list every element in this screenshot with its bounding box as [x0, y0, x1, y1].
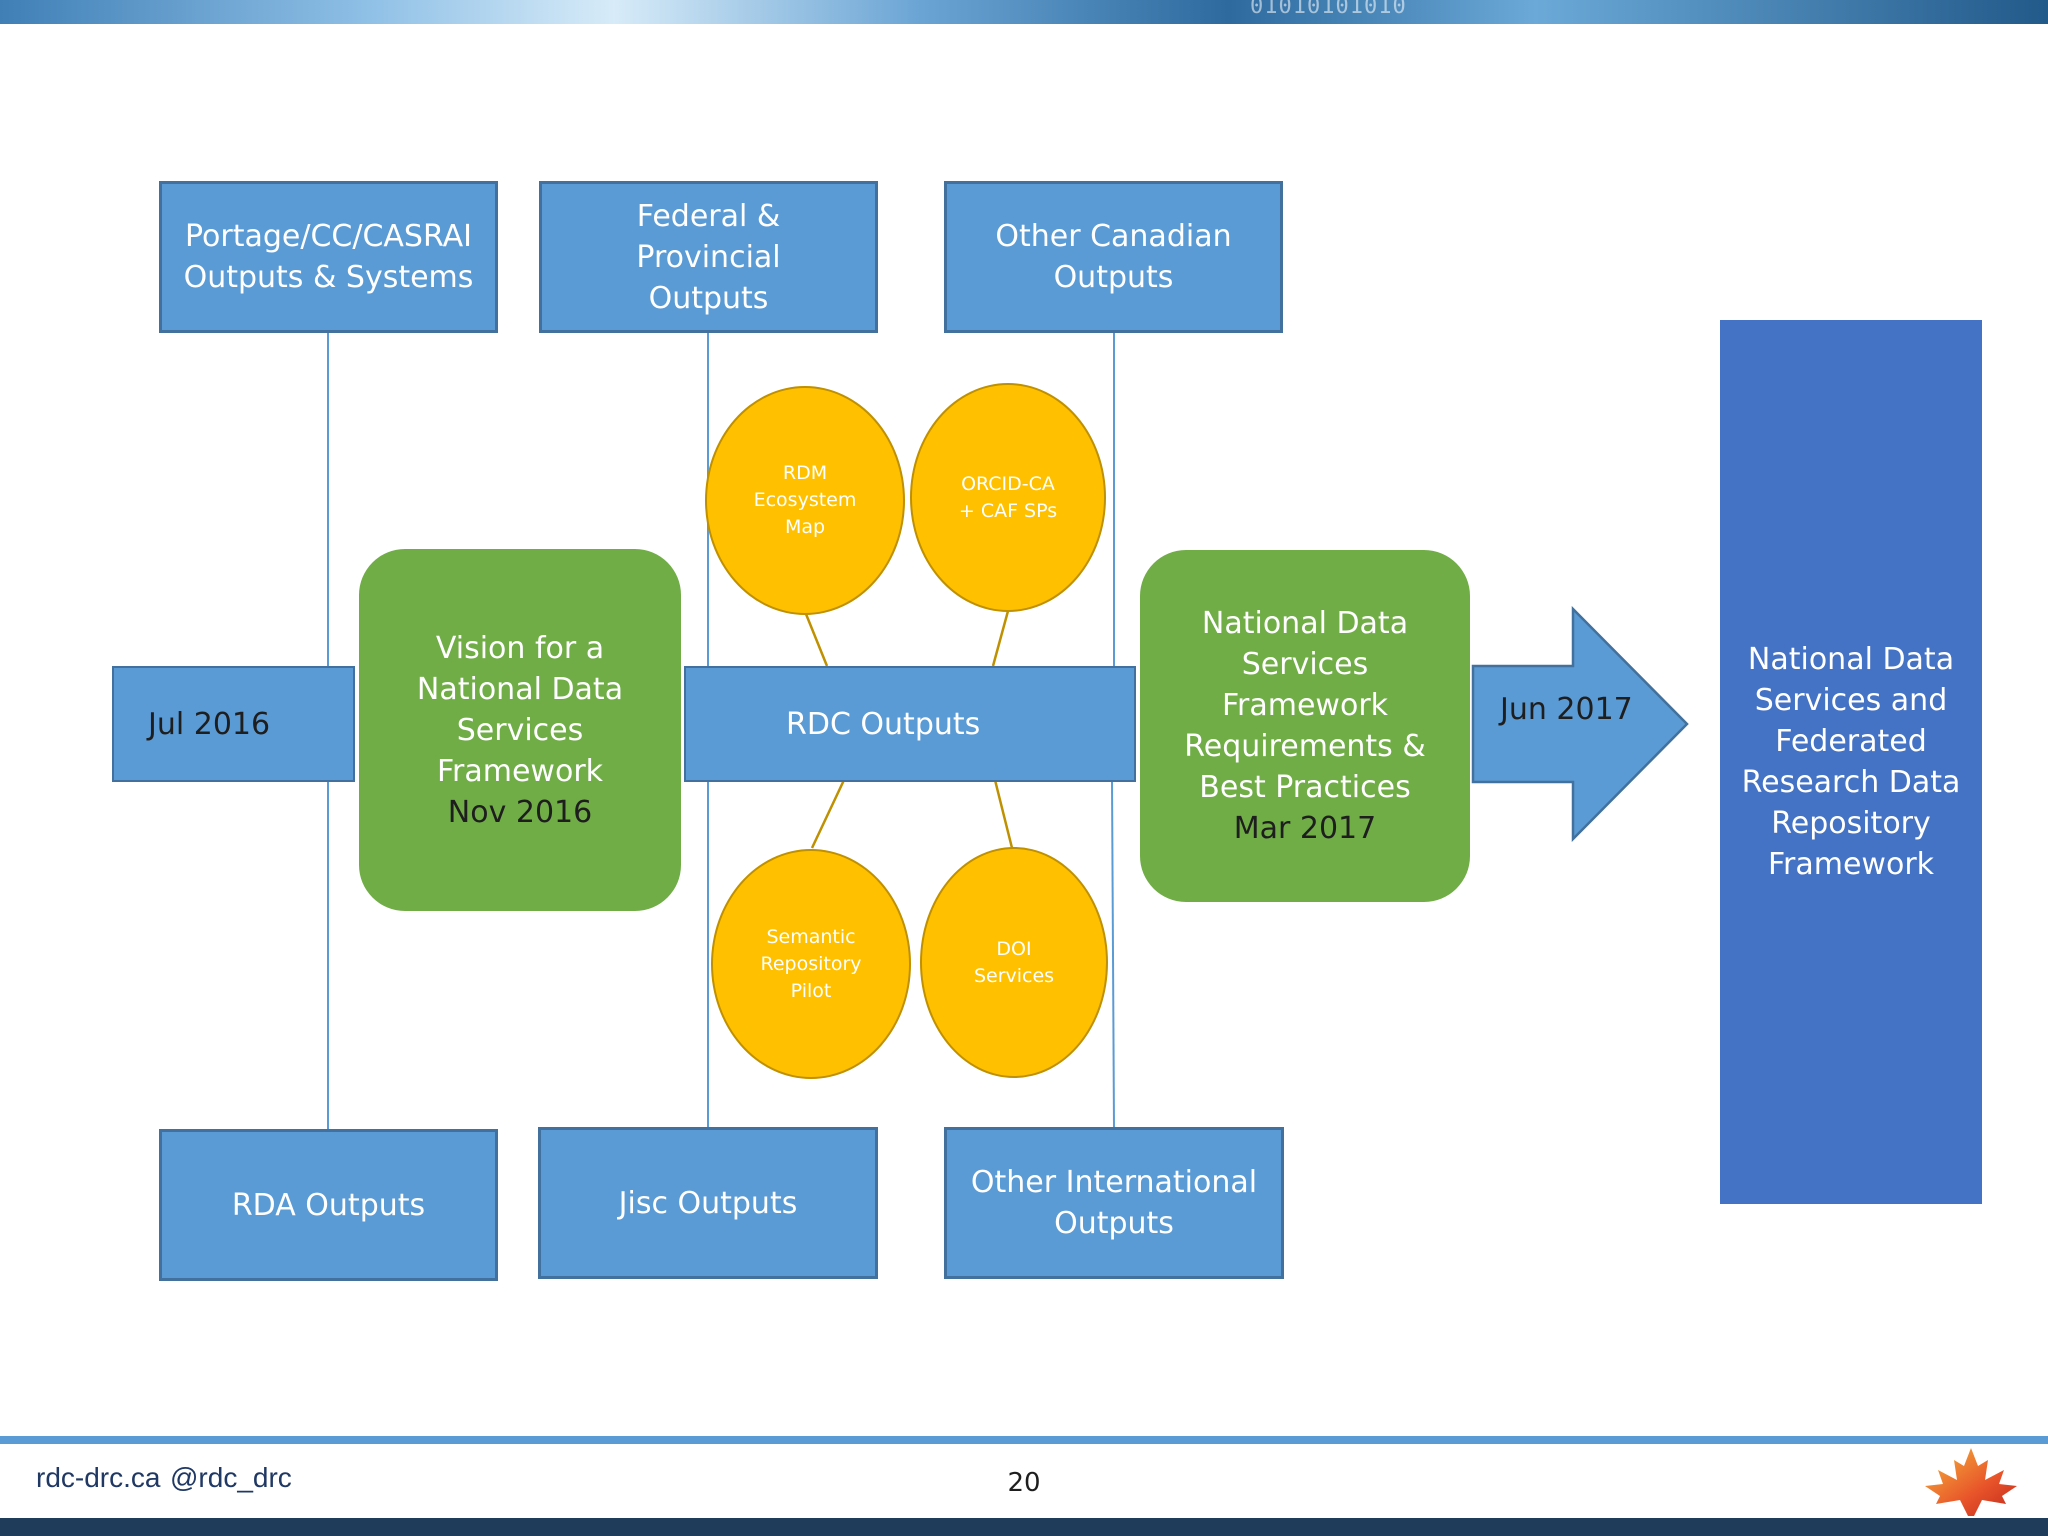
- circle-link: [993, 779, 1014, 849]
- timeline-middle-label: RDC Outputs: [786, 706, 981, 742]
- circle-line: Semantic: [766, 925, 856, 948]
- milestone-requirements-mar-2017: National Data Services Framework Require…: [1140, 550, 1470, 902]
- box-line: Other Canadian: [995, 219, 1232, 254]
- milestone-line: Requirements &: [1184, 729, 1426, 764]
- final-box-line: National Data: [1747, 642, 1955, 677]
- circle-line: Ecosystem: [753, 489, 857, 511]
- milestone-line: Services: [456, 712, 584, 748]
- box-line: Other International: [970, 1165, 1258, 1200]
- milestone-line: Services: [1241, 647, 1369, 682]
- circle-line: + CAF SPs: [958, 499, 1058, 522]
- box-line: Jisc Outputs: [618, 1185, 798, 1221]
- final-box-line: Research Data: [1741, 765, 1961, 800]
- circle-line: DOI: [996, 937, 1032, 960]
- box-line: Federal & Provincial: [636, 198, 781, 275]
- circle-line: Map: [784, 516, 826, 538]
- circle-line: RDM: [782, 462, 828, 484]
- timeline-start: Jul 2016: [112, 666, 355, 782]
- footer-bottom-bar: [0, 1518, 2048, 1536]
- rda-outputs-box: RDA Outputs: [159, 1129, 498, 1281]
- banner-binary-text: 01010101010: [1250, 0, 1407, 19]
- milestone-line: Framework: [1221, 688, 1389, 723]
- final-box-line: Framework: [1767, 847, 1935, 882]
- portage-outputs-box: Portage/CC/CASRAI Outputs & Systems: [159, 181, 498, 333]
- footer-twitter-handle[interactable]: @rdc_drc: [170, 1462, 292, 1493]
- timeline-end-arrow: [1471, 606, 1689, 842]
- milestone-date: Nov 2016: [447, 794, 593, 830]
- circle-line: ORCID-CA: [961, 472, 1055, 495]
- circle-link: [804, 613, 829, 667]
- circle-line: Services: [973, 964, 1055, 987]
- connector-line: [1111, 779, 1115, 1129]
- page-number: 20: [1007, 1468, 1041, 1498]
- orcid-ca-circle: ORCID-CA + CAF SPs: [910, 383, 1106, 612]
- doi-services-circle: DOI Services: [920, 847, 1108, 1078]
- footer-site-link[interactable]: rdc-drc.ca: [36, 1462, 161, 1493]
- timeline-rdc-outputs: RDC Outputs: [684, 666, 1136, 782]
- milestone-line: National Data: [1201, 606, 1409, 641]
- milestone-line: Vision for a: [435, 630, 605, 666]
- final-box-line: Services and: [1754, 683, 1948, 718]
- box-line: RDA Outputs: [231, 1187, 426, 1223]
- timeline-end-label: Jun 2017: [1500, 692, 1633, 727]
- milestone-date: Mar 2017: [1233, 811, 1377, 846]
- circle-link: [991, 610, 1010, 667]
- final-box-line: Repository: [1771, 806, 1931, 841]
- jisc-outputs-box: Jisc Outputs: [538, 1127, 878, 1279]
- circle-line: Repository: [760, 952, 862, 975]
- box-line: Outputs: [1053, 260, 1174, 295]
- circle-link: [810, 779, 846, 849]
- footer-divider: [0, 1436, 2048, 1444]
- box-line: Outputs & Systems: [183, 260, 474, 295]
- timeline-start-label: Jul 2016: [148, 706, 271, 742]
- top-banner: 01010101010: [0, 0, 2048, 24]
- box-line: Outputs: [1054, 1206, 1174, 1241]
- circle-line: Pilot: [790, 979, 832, 1002]
- final-box-line: Federated: [1775, 724, 1927, 759]
- box-line: Portage/CC/CASRAI: [185, 219, 472, 254]
- milestone-vision-nov-2016: Vision for a National Data Services Fram…: [359, 549, 681, 911]
- maple-leaf-icon: [1925, 1448, 2017, 1516]
- box-line: Outputs: [648, 280, 769, 316]
- national-framework-box: National Data Services and Federated Res…: [1720, 320, 1982, 1204]
- milestone-line: Framework: [436, 753, 604, 789]
- milestone-line: Best Practices: [1199, 770, 1411, 805]
- milestone-line: National Data: [416, 671, 624, 707]
